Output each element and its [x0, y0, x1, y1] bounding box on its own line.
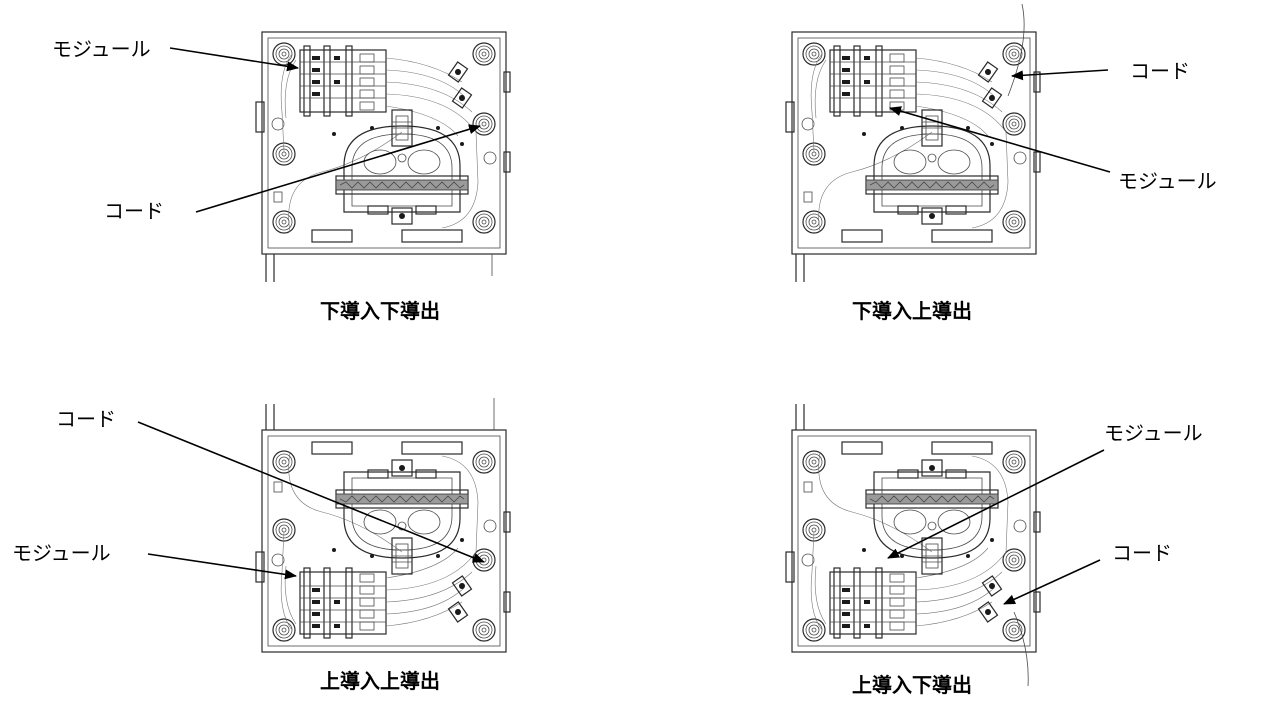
module-arrow	[889, 106, 1111, 173]
cabinet-drawing	[786, 3, 1040, 282]
cord-label: コード	[104, 199, 164, 223]
cabinet-drawing	[256, 32, 510, 282]
module-arrow	[169, 47, 299, 72]
cord-label: コード	[1130, 59, 1190, 83]
panel-caption: 下導入下導出	[320, 299, 440, 323]
cord-label: コード	[1112, 541, 1172, 565]
module-arrow	[887, 449, 1105, 559]
cord-arrow	[137, 421, 485, 563]
cord-arrow	[1011, 69, 1109, 81]
panel-caption: 上導入上導出	[320, 669, 440, 693]
panel-top-in-top-out: コード モジュール 上導入上導出	[12, 398, 510, 693]
module-label: モジュール	[1104, 421, 1203, 445]
panel-bottom-in-top-out: コード モジュール 下導入上導出	[786, 3, 1217, 323]
cord-label: コード	[56, 407, 116, 431]
module-arrow	[147, 553, 297, 580]
cabinet-drawing	[786, 404, 1040, 687]
module-label: モジュール	[12, 541, 111, 565]
panel-bottom-in-bottom-out: モジュール コード 下導入下導出	[52, 32, 510, 323]
panel-caption: 下導入上導出	[852, 299, 972, 323]
module-label: モジュール	[1118, 169, 1217, 193]
cabinet-drawing	[256, 398, 510, 652]
panel-top-in-bottom-out: モジュール コード 上導入下導出	[786, 404, 1203, 697]
cord-arrow	[1003, 559, 1101, 605]
cord-arrow	[195, 124, 481, 213]
module-label: モジュール	[52, 37, 151, 61]
panel-caption: 上導入下導出	[852, 673, 972, 697]
